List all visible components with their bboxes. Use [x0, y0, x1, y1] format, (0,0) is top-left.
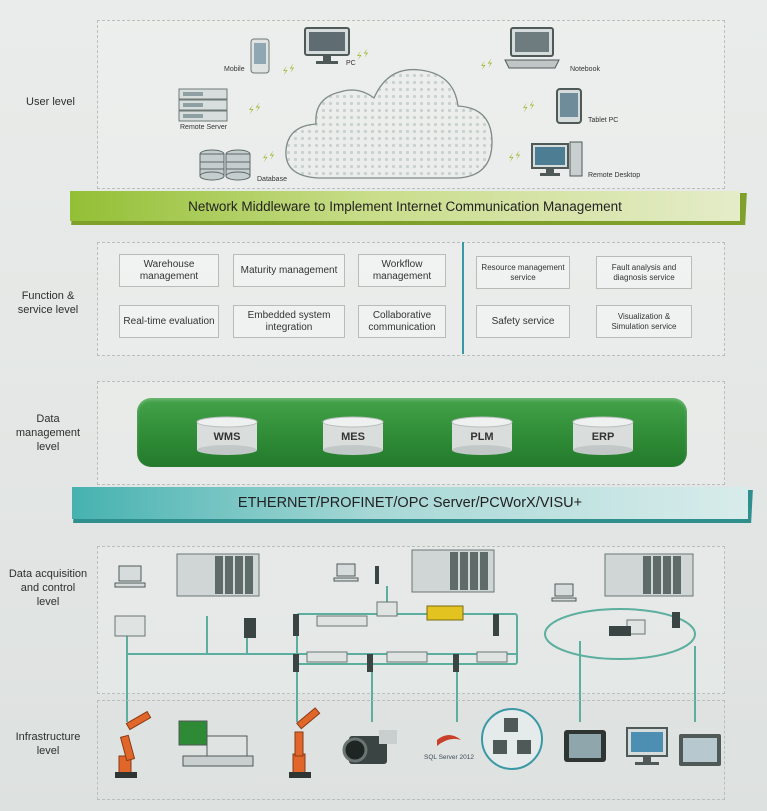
database-icon [199, 149, 251, 181]
level-label-function: Function & service level [17, 290, 79, 316]
network-bar: ETHERNET/PROFINET/OPC Server/PCWorX/VISU… [72, 487, 748, 519]
service-real-time-evaluation: Real-time evaluation [119, 305, 219, 338]
service-safety: Safety service [476, 305, 570, 338]
service-embedded-system-integration: Embedded system integration [233, 305, 345, 338]
wms-cylinder-icon [196, 416, 258, 455]
service-collaborative-communication: Collaborative communication [358, 305, 446, 338]
erp-label: ERP [591, 431, 615, 443]
tablet-pc-icon [556, 88, 582, 124]
tablet-pc-label: Tablet PC [588, 117, 619, 124]
level-label-data-management: Data management level [15, 413, 81, 453]
pc-icon [304, 27, 350, 64]
service-maturity-management: Maturity management [233, 254, 345, 287]
sql-server-label: SQL Server 2012 [424, 754, 474, 761]
mobile-icon [250, 38, 270, 74]
service-workflow-management: Workflow management [358, 254, 446, 287]
middleware-bar: Network Middleware to Implement Internet… [70, 191, 740, 221]
level-label-user: User level [26, 96, 75, 108]
plm-label: PLM [470, 431, 494, 443]
infrastructure-panel [97, 700, 725, 800]
service-resource-management: Resource management service [476, 256, 570, 289]
wms-label: WMS [213, 431, 241, 443]
cloud-icon [285, 68, 493, 179]
network-topology [114, 549, 721, 778]
remote-desktop-icon [531, 141, 583, 177]
pc-label: PC [346, 60, 356, 67]
service-warehouse-management: Warehouse management [119, 254, 219, 287]
service-divider [462, 242, 464, 354]
mes-cylinder-icon [322, 416, 384, 455]
service-fault-analysis: Fault analysis and diagnosis service [596, 256, 692, 289]
notebook-icon [504, 27, 560, 69]
mobile-label: Mobile [224, 66, 245, 73]
database-label: Database [257, 176, 287, 183]
service-visualization-simulation: Visualization & Simulation service [596, 305, 692, 338]
mes-label: MES [341, 431, 365, 443]
erp-cylinder-icon [572, 416, 634, 455]
plm-cylinder-icon [451, 416, 513, 455]
notebook-label: Notebook [570, 66, 600, 73]
remote-desktop-label: Remote Desktop [588, 172, 641, 179]
remote-server-icon [178, 88, 228, 122]
level-label-infrastructure: Infrastructure level [15, 731, 81, 757]
level-label-data-acquisition: Data acquisition and control level [8, 568, 88, 608]
remote-server-label: Remote Server [180, 124, 228, 131]
